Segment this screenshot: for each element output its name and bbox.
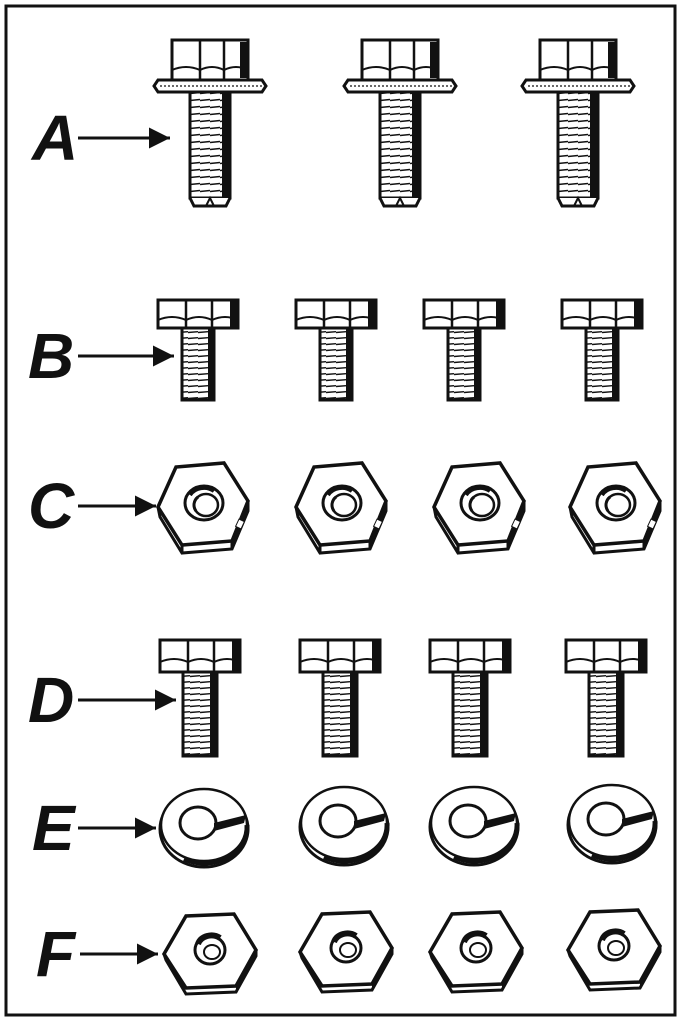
row-label-b: B	[28, 320, 74, 392]
lock-washer-4	[568, 785, 656, 863]
lock-washer-2	[300, 787, 388, 865]
row-b: B	[28, 298, 644, 402]
row-label-f: F	[36, 918, 77, 990]
row-label-d: D	[28, 664, 74, 736]
row-c: C	[28, 461, 662, 555]
row-e: E	[32, 785, 656, 867]
figure-border	[4, 4, 677, 1017]
row-label-e: E	[32, 792, 77, 864]
row-a: A	[30, 38, 636, 208]
row-label-a: A	[30, 102, 78, 174]
row-d: D	[28, 638, 648, 758]
lock-washer-3	[430, 787, 518, 865]
row-f: F	[36, 910, 660, 994]
row-label-c: C	[28, 470, 75, 542]
lock-washer-1	[160, 789, 248, 867]
